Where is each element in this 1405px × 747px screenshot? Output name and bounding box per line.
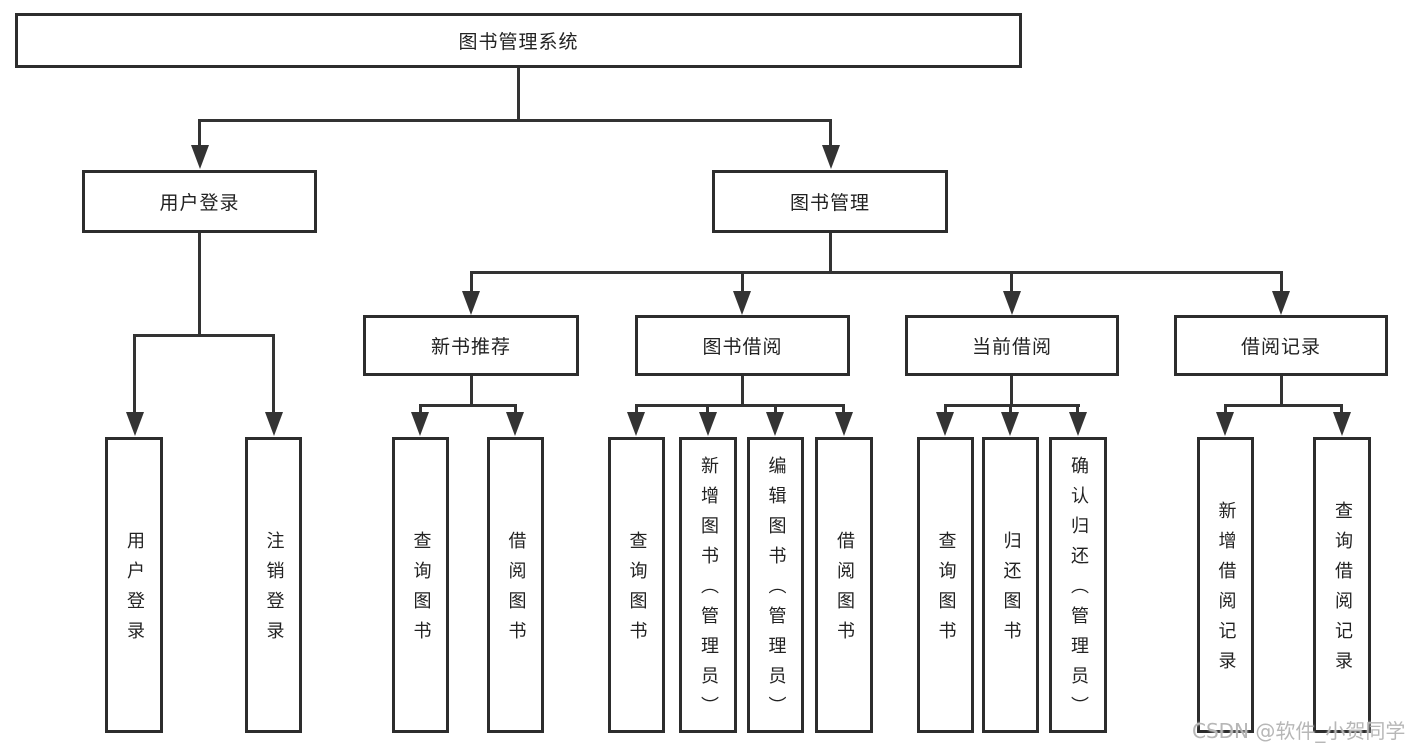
leaf-new-book-query: 查询图书 bbox=[392, 437, 449, 733]
arrow-down-icon bbox=[1272, 291, 1290, 315]
edge-to-leaf bbox=[272, 334, 275, 414]
edge-to-leaf bbox=[514, 404, 517, 414]
watermark: CSDN @软件_小贺同学 bbox=[1192, 719, 1405, 743]
node-book-borrow: 图书借阅 bbox=[635, 315, 850, 376]
leaf-label: 新增借阅记录 bbox=[1215, 501, 1237, 681]
edge-to-book-borrow bbox=[741, 271, 744, 293]
edge-to-leaf bbox=[1224, 404, 1227, 414]
node-root-label: 图书管理系统 bbox=[458, 31, 579, 53]
leaf-borrow-edit-admin: 编辑图书（管理员） bbox=[747, 437, 804, 733]
leaf-logout: 注销登录 bbox=[245, 437, 302, 733]
arrow-down-icon bbox=[1069, 412, 1087, 436]
edge-to-leaf bbox=[1076, 404, 1079, 414]
leaf-label: 编辑图书（管理员） bbox=[765, 456, 787, 726]
node-borrow-record: 借阅记录 bbox=[1174, 315, 1388, 376]
leaf-label: 借阅图书 bbox=[505, 531, 527, 651]
edge-to-leaf bbox=[842, 404, 845, 414]
edge-book-mgmt-stem bbox=[829, 233, 832, 272]
edge-to-leaf bbox=[706, 404, 709, 414]
leaf-label: 注销登录 bbox=[263, 531, 285, 651]
arrow-down-icon bbox=[936, 412, 954, 436]
arrow-down-icon bbox=[1001, 412, 1019, 436]
edge-borrow-record-bar bbox=[1224, 404, 1343, 407]
leaf-current-confirm-admin: 确认归还（管理员） bbox=[1049, 437, 1107, 733]
arrow-down-icon bbox=[627, 412, 645, 436]
leaf-label: 用户登录 bbox=[124, 531, 145, 651]
edge-to-leaf bbox=[1009, 404, 1012, 414]
arrow-down-icon bbox=[766, 412, 784, 436]
edge-to-leaf bbox=[419, 404, 422, 414]
edge-book-mgmt-bar bbox=[470, 271, 1283, 274]
edge-root-to-user-login bbox=[198, 119, 201, 147]
arrow-down-icon bbox=[1333, 412, 1351, 436]
leaf-user-login: 用户登录 bbox=[105, 437, 163, 733]
node-current-borrow: 当前借阅 bbox=[905, 315, 1119, 376]
edge-to-leaf bbox=[774, 404, 777, 414]
arrow-down-icon bbox=[733, 291, 751, 315]
leaf-borrow-query: 查询图书 bbox=[608, 437, 665, 733]
leaf-current-return: 归还图书 bbox=[982, 437, 1039, 733]
leaf-label: 查询图书 bbox=[935, 531, 957, 651]
leaf-label: 确认归还（管理员） bbox=[1068, 456, 1089, 726]
leaf-borrow-book: 借阅图书 bbox=[815, 437, 873, 733]
leaf-new-book-borrow: 借阅图书 bbox=[487, 437, 544, 733]
node-root: 图书管理系统 bbox=[15, 13, 1022, 68]
leaf-label: 查询图书 bbox=[410, 531, 432, 651]
arrow-down-icon bbox=[462, 291, 480, 315]
leaf-label: 归还图书 bbox=[1000, 531, 1022, 651]
node-current-borrow-label: 当前借阅 bbox=[971, 336, 1052, 358]
leaf-current-query: 查询图书 bbox=[917, 437, 974, 733]
node-new-book: 新书推荐 bbox=[363, 315, 579, 376]
edge-current-borrow-stem bbox=[1010, 376, 1013, 406]
leaf-label: 新增图书（管理员） bbox=[698, 456, 719, 726]
arrow-down-icon bbox=[1216, 412, 1234, 436]
arrow-down-icon bbox=[506, 412, 524, 436]
edge-to-current-borrow bbox=[1010, 271, 1013, 293]
edge-to-borrow-record bbox=[1280, 271, 1283, 293]
leaf-record-add: 新增借阅记录 bbox=[1197, 437, 1254, 733]
edge-new-book-stem bbox=[470, 376, 473, 406]
edge-current-borrow-bar bbox=[944, 404, 1080, 407]
arrow-down-icon bbox=[835, 412, 853, 436]
arrow-down-icon bbox=[126, 412, 144, 436]
edge-user-login-bar bbox=[133, 334, 275, 337]
arrow-down-icon bbox=[265, 412, 283, 436]
edge-root-to-book-mgmt bbox=[829, 119, 832, 147]
leaf-label: 借阅图书 bbox=[834, 531, 855, 651]
arrow-down-icon bbox=[1003, 291, 1021, 315]
arrow-down-icon bbox=[411, 412, 429, 436]
node-book-mgmt: 图书管理 bbox=[712, 170, 948, 233]
edge-to-leaf bbox=[944, 404, 947, 414]
leaf-borrow-add-admin: 新增图书（管理员） bbox=[679, 437, 737, 733]
node-user-login: 用户登录 bbox=[82, 170, 317, 233]
edge-new-book-bar bbox=[419, 404, 517, 407]
leaf-record-query: 查询借阅记录 bbox=[1313, 437, 1371, 733]
edge-borrow-record-stem bbox=[1280, 376, 1283, 406]
leaf-label: 查询借阅记录 bbox=[1332, 501, 1353, 681]
arrow-down-icon bbox=[191, 145, 209, 169]
edge-book-borrow-bar bbox=[635, 404, 845, 407]
arrow-down-icon bbox=[699, 412, 717, 436]
edge-root-bar bbox=[198, 119, 832, 122]
edge-to-leaf bbox=[133, 334, 136, 414]
edge-user-login-stem bbox=[198, 233, 201, 335]
edge-book-borrow-stem bbox=[741, 376, 744, 406]
node-new-book-label: 新书推荐 bbox=[430, 336, 511, 358]
edge-root-stem bbox=[517, 68, 520, 120]
node-book-mgmt-label: 图书管理 bbox=[789, 192, 870, 214]
leaf-label: 查询图书 bbox=[626, 531, 648, 651]
edge-to-new-book bbox=[470, 271, 473, 293]
node-user-login-label: 用户登录 bbox=[159, 192, 240, 214]
arrow-down-icon bbox=[822, 145, 840, 169]
node-borrow-record-label: 借阅记录 bbox=[1240, 336, 1321, 358]
edge-to-leaf bbox=[635, 404, 638, 414]
node-book-borrow-label: 图书借阅 bbox=[702, 336, 783, 358]
edge-to-leaf bbox=[1340, 404, 1343, 414]
